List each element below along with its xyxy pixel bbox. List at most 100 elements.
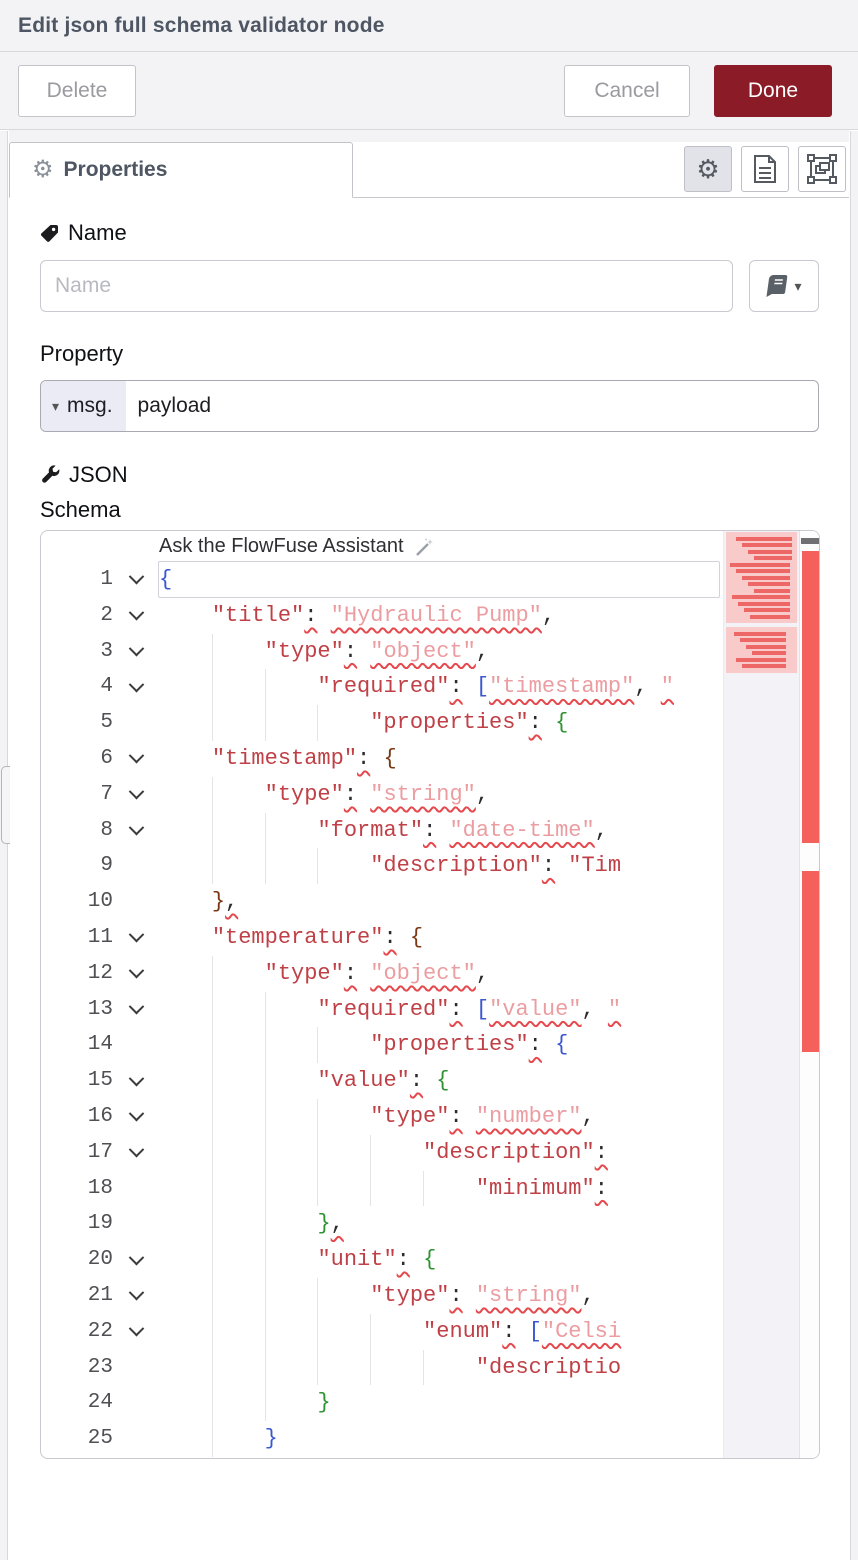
fold-toggle[interactable] — [113, 1099, 159, 1135]
code-line[interactable]: 8 "format": "date-time", — [41, 812, 819, 849]
tray-resize-grip[interactable] — [1, 766, 10, 844]
tray-header: Edit json full schema validator node — [0, 0, 858, 52]
code-line[interactable]: 23 "descriptio — [41, 1349, 819, 1386]
delete-button[interactable]: Delete — [18, 64, 136, 117]
appearance-icon — [807, 154, 837, 184]
code-line[interactable]: 9 "description": "Tim — [41, 848, 819, 885]
indent-guide — [317, 1277, 319, 1314]
minimap-line — [738, 601, 790, 606]
code-line[interactable]: 22 "enum": ["Celsi — [41, 1313, 819, 1350]
indent-guide — [264, 1277, 266, 1314]
indent-guide — [264, 848, 266, 885]
json-schema-editor[interactable]: Ask the FlowFuse Assistant 1{2 "title": … — [40, 530, 820, 1459]
minimap-line — [750, 614, 790, 619]
current-line-highlight — [158, 561, 720, 598]
fold-toggle[interactable] — [113, 1063, 159, 1099]
code-text: "type": "object", — [264, 638, 490, 664]
code-line[interactable]: 5 "properties": { — [41, 705, 819, 741]
minimap-line — [730, 562, 790, 567]
fold-toggle[interactable] — [113, 920, 159, 956]
code-line[interactable]: 20 "unit": { — [41, 1242, 819, 1278]
fold-toggle[interactable] — [113, 1135, 159, 1171]
line-number: 9 — [100, 854, 113, 878]
minimap-line — [736, 657, 786, 662]
chevron-down-icon — [128, 963, 144, 979]
indent-guide — [317, 1027, 319, 1064]
code-line[interactable]: 19 }, — [41, 1206, 819, 1243]
fold-toggle — [113, 1027, 159, 1063]
code-line[interactable]: 14 "properties": { — [41, 1027, 819, 1064]
code-line[interactable]: 24 } — [41, 1385, 819, 1422]
chevron-down-icon — [128, 1070, 144, 1086]
code-text: "title": "Hydraulic Pump", — [211, 602, 556, 628]
code-line[interactable]: 4 "required": ["timestamp", " — [41, 669, 819, 706]
assistant-bar[interactable]: Ask the FlowFuse Assistant — [41, 531, 819, 562]
tab-row: ⚙ Properties ⚙ — [9, 130, 849, 198]
code-line[interactable]: 17 "description": — [41, 1134, 819, 1171]
tab-properties[interactable]: ⚙ Properties — [9, 142, 353, 198]
fold-toggle[interactable] — [113, 992, 159, 1028]
code-line[interactable]: 16 "type": "number", — [41, 1098, 819, 1135]
fold-toggle[interactable] — [113, 777, 159, 813]
fold-toggle[interactable] — [113, 562, 159, 598]
fold-toggle — [113, 1206, 159, 1242]
fold-toggle[interactable] — [113, 1242, 159, 1278]
fold-toggle — [113, 848, 159, 884]
name-input-row: ▾ — [40, 260, 819, 312]
line-number: 19 — [87, 1212, 113, 1236]
code-lines[interactable]: 1{2 "title": "Hydraulic Pump",3 "type": … — [41, 562, 819, 1457]
magic-wand-icon — [415, 538, 433, 556]
fold-toggle[interactable] — [113, 1314, 159, 1350]
library-button[interactable]: ▾ — [749, 260, 819, 312]
fold-toggle[interactable] — [113, 741, 159, 777]
editor-scrollbar[interactable] — [799, 531, 819, 1458]
code-line[interactable]: 10 }, — [41, 884, 819, 920]
code-text: "timestamp": { — [211, 745, 397, 771]
name-input[interactable] — [40, 260, 733, 312]
dialog-title: Edit json full schema validator node — [18, 13, 385, 37]
cancel-button[interactable]: Cancel — [564, 64, 690, 117]
property-value-input[interactable]: payload — [137, 394, 212, 417]
property-type-select[interactable]: ▾ msg. — [41, 381, 126, 431]
fold-toggle[interactable] — [113, 598, 159, 634]
code-line[interactable]: 18 "minimum": — [41, 1170, 819, 1207]
code-line[interactable]: 6 "timestamp": { — [41, 741, 819, 777]
fold-toggle[interactable] — [113, 1278, 159, 1314]
book-icon — [766, 275, 788, 297]
description-view-button[interactable] — [741, 146, 789, 192]
code-text: "unit": { — [317, 1247, 437, 1273]
fold-toggle[interactable] — [113, 669, 159, 705]
chevron-down-icon — [128, 1142, 144, 1158]
fold-toggle[interactable] — [113, 813, 159, 849]
gear-icon: ⚙ — [696, 154, 720, 184]
chevron-down-icon — [128, 1249, 144, 1265]
indent-guide — [211, 1385, 213, 1422]
tab-properties-label: Properties — [63, 158, 168, 181]
done-button[interactable]: Done — [714, 64, 832, 117]
code-line[interactable]: 11 "temperature": { — [41, 920, 819, 956]
code-line[interactable]: 3 "type": "object", — [41, 633, 819, 670]
code-line[interactable]: 13 "required": ["value", " — [41, 991, 819, 1028]
code-line[interactable]: 21 "type": "string", — [41, 1277, 819, 1314]
fold-toggle — [113, 884, 159, 920]
minimap[interactable] — [723, 531, 799, 1458]
indent-guide — [317, 848, 319, 885]
code-line[interactable]: 2 "title": "Hydraulic Pump", — [41, 598, 819, 634]
properties-view-button[interactable]: ⚙ — [684, 146, 732, 192]
minimap-line — [748, 549, 792, 554]
code-line[interactable]: 1{ — [41, 562, 819, 598]
schema-field-label: JSON Schema — [40, 457, 180, 527]
appearance-view-button[interactable] — [798, 146, 846, 192]
code-line[interactable]: 12 "type": "object", — [41, 955, 819, 992]
fold-toggle[interactable] — [113, 634, 159, 670]
chevron-down-icon — [128, 784, 144, 800]
line-number: 10 — [87, 890, 113, 914]
code-line[interactable]: 15 "value": { — [41, 1063, 819, 1099]
indent-guide — [211, 633, 213, 670]
property-field-label: Property — [40, 341, 819, 367]
code-line[interactable]: 7 "type": "string", — [41, 776, 819, 813]
code-text: { — [159, 567, 173, 592]
code-line[interactable]: 25 } — [41, 1421, 819, 1457]
fold-toggle[interactable] — [113, 956, 159, 992]
indent-guide — [264, 1206, 266, 1243]
